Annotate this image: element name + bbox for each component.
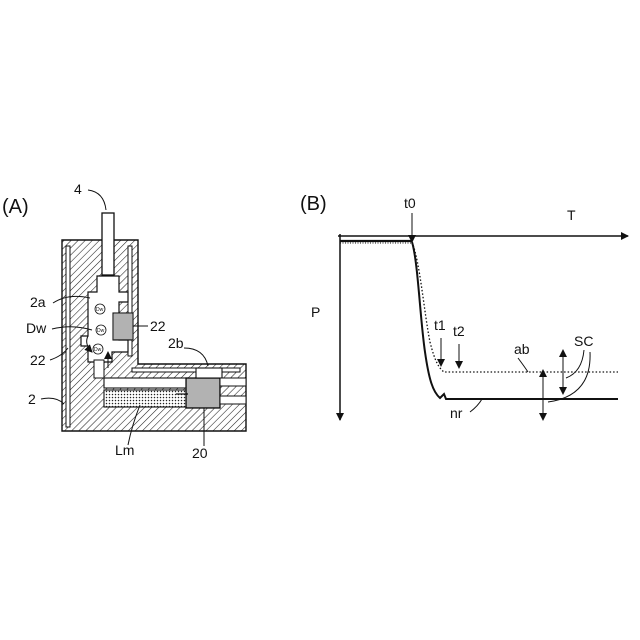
panel-a-title: (A)	[2, 196, 29, 218]
side-port-rail-2	[220, 396, 246, 404]
normal-leader-line	[470, 399, 482, 412]
t1-label: t1	[434, 317, 446, 333]
chamber-outlet	[94, 360, 104, 378]
droplet-1-label: Dw	[96, 307, 104, 313]
side-port-rail-1	[220, 378, 246, 386]
side-port-top	[196, 368, 222, 378]
time-axis-label: T	[567, 207, 576, 223]
pressure-axis-label: P	[311, 304, 320, 320]
abnormal-label: ab	[514, 341, 530, 357]
sensor-block	[186, 378, 220, 408]
shift-leader-line-1	[566, 350, 584, 378]
droplet-2-label: Dw	[97, 328, 105, 334]
liquid-region	[104, 390, 188, 407]
housing-leader-line	[41, 398, 64, 404]
insert-block	[113, 313, 133, 340]
shift-label: SC	[574, 333, 593, 349]
left-wall-plate	[66, 246, 70, 427]
t2-label: t2	[453, 323, 465, 339]
panel-a: (A) 4 Dw Dw Dw	[2, 181, 246, 461]
probe-label: 4	[74, 181, 82, 197]
insert-left-label: 22	[30, 352, 46, 368]
abnormal-leader-line	[518, 358, 528, 372]
panel-b-title: (B)	[300, 193, 327, 215]
probe-leader-line	[88, 190, 106, 210]
chamber-label: 2a	[30, 294, 46, 310]
bottom-plate	[132, 368, 240, 372]
panel-b: (B) T P t0 t1 t2 ab nr SC	[300, 193, 628, 421]
droplet-3-label: Dw	[94, 347, 102, 353]
housing-label: 2	[28, 391, 36, 407]
probe-rod	[102, 213, 114, 275]
sensor-label: 20	[192, 445, 208, 461]
droplet-label: Dw	[26, 320, 47, 336]
liquid-label: Lm	[115, 442, 134, 458]
t0-label: t0	[404, 195, 416, 211]
flow-channel	[104, 378, 188, 388]
side-port-label: 2b	[168, 335, 184, 351]
insert-right-label: 22	[150, 318, 166, 334]
normal-label: nr	[450, 405, 463, 421]
